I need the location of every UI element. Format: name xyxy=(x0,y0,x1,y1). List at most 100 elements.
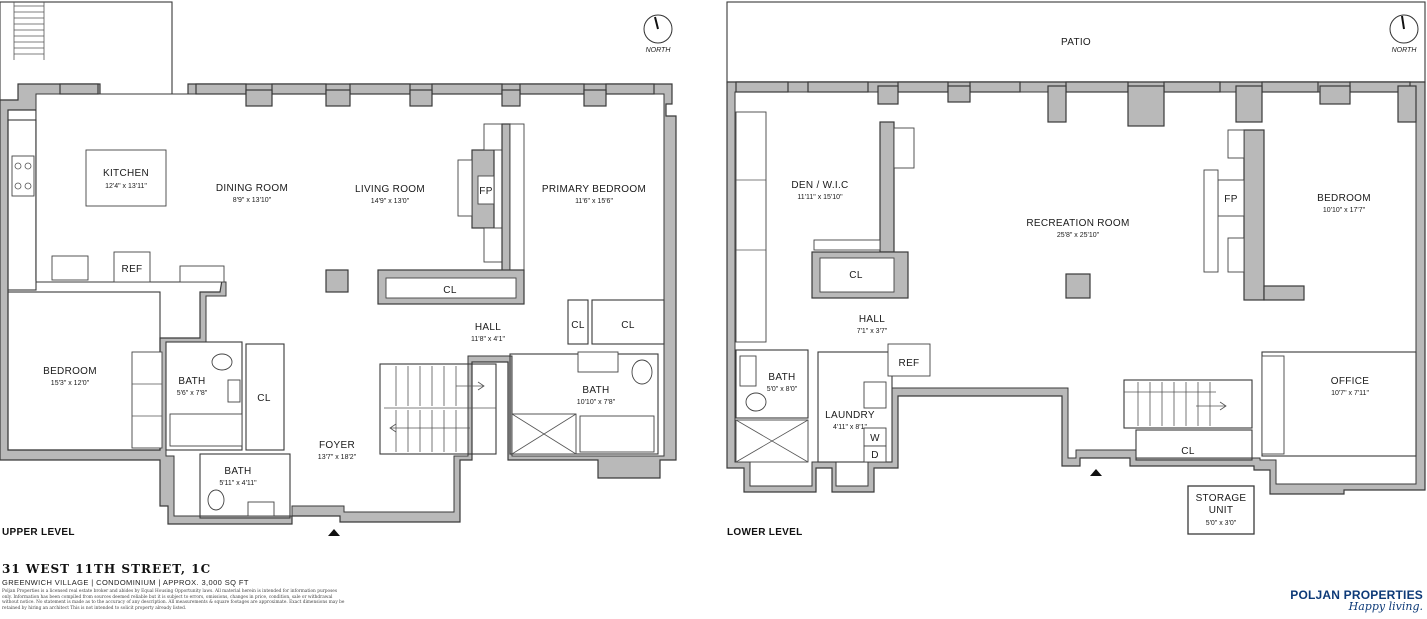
brand-name: POLJAN PROPERTIES xyxy=(1290,588,1423,602)
upper-kitchen-side xyxy=(7,119,37,291)
upper-primary-bath-label: BATH xyxy=(582,385,609,396)
upper-level-label: UPPER LEVEL xyxy=(2,527,75,538)
upper-primary-closet-strip xyxy=(509,123,525,271)
lower-fp-shelf-bottom xyxy=(1227,237,1245,273)
upper-ref-label: REF xyxy=(122,264,143,275)
lower-fp-shelf-top xyxy=(1227,129,1245,159)
lower-bedroom-dim: 10'10" x 17'7" xyxy=(1323,207,1366,214)
upper-bedroom-dim: 15'3" x 12'0" xyxy=(51,380,90,387)
upper-small-closet xyxy=(567,299,589,345)
lower-den-cl xyxy=(819,257,895,293)
upper-bath1 xyxy=(165,341,243,451)
upper-bath2-dim: 5'11" x 4'11" xyxy=(219,480,257,487)
upper-hall-closet xyxy=(385,277,517,299)
lower-ref-label: REF xyxy=(899,358,920,369)
floor-plan: KITCHEN 12'4" x 13'11" DINING ROOM 8'9" … xyxy=(0,1,1426,538)
lower-recreation-label: RECREATION ROOM xyxy=(1026,218,1129,229)
lower-bath-sink xyxy=(739,355,757,387)
lower-fp-wall xyxy=(1243,129,1265,301)
upper-primary-label: PRIMARY BEDROOM xyxy=(542,184,646,195)
upper-primary-vanity xyxy=(577,351,619,373)
lower-office-dim: 10'7" x 7'11" xyxy=(1331,390,1369,397)
upper-shelf-top xyxy=(483,123,503,151)
upper-shelf-bottom xyxy=(483,227,503,263)
upper-primary-closet-label: CL xyxy=(621,320,635,331)
lower-stair-closet xyxy=(1135,429,1253,461)
lower-storage-label-1: STORAGE xyxy=(1196,493,1247,504)
lower-hearth xyxy=(1203,169,1219,273)
lower-storage xyxy=(1187,485,1255,535)
upper-stair xyxy=(379,363,497,455)
upper-living-dim: 14'9" x 13'0" xyxy=(371,198,410,205)
upper-bath2-toilet xyxy=(207,489,225,511)
upper-primary-closet xyxy=(591,299,665,345)
lower-bath xyxy=(735,349,809,419)
lower-den-closet-label: CL xyxy=(849,270,863,281)
upper-bath-closet-label: CL xyxy=(257,393,271,404)
lower-laundry-label: LAUNDRY xyxy=(825,410,875,421)
upper-column xyxy=(325,269,349,293)
lower-bath-label: BATH xyxy=(768,372,795,383)
lower-bedroom-label: BEDROOM xyxy=(1317,193,1371,204)
lower-washer-label: W xyxy=(870,433,880,444)
lower-north-label: NORTH xyxy=(1392,47,1418,54)
upper-counter xyxy=(179,265,225,283)
lower-den-label: DEN / W.I.C xyxy=(791,180,848,191)
lower-patio-label: PATIO xyxy=(1061,37,1091,48)
upper-bedroom-label: BEDROOM xyxy=(43,366,97,377)
upper-kitchen-label: KITCHEN xyxy=(103,168,149,179)
upper-bath1-dim: 5'6" x 7'8" xyxy=(177,390,208,397)
lower-stair-closet-label: CL xyxy=(1181,446,1195,457)
lower-laundry xyxy=(817,351,893,463)
lower-level-label: LOWER LEVEL xyxy=(727,527,803,538)
lower-fp-label: FP xyxy=(1224,194,1237,205)
upper-bath1-label: BATH xyxy=(178,376,205,387)
lower-entry-marker xyxy=(1090,469,1102,476)
upper-dining-label: DINING ROOM xyxy=(216,183,288,194)
lower-den-dim: 11'11" x 15'10" xyxy=(797,194,843,201)
lower-den-closet xyxy=(735,111,767,343)
upper-hall-dim: 11'8" x 4'1" xyxy=(471,336,505,343)
upper-bath1-tub xyxy=(169,413,243,447)
upper-ref-box xyxy=(113,251,151,283)
lower-laundry-dim: 4'11" x 8'1" xyxy=(833,424,867,431)
brand-logo: POLJAN PROPERTIES Happy living. xyxy=(1290,588,1423,613)
lower-stair-treads xyxy=(1124,382,1216,426)
lower-dryer-label: D xyxy=(871,450,879,461)
upper-living-label: LIVING ROOM xyxy=(355,184,425,195)
lower-laundry-sink xyxy=(863,381,887,409)
upper-foyer-dim: 13'7" x 18'2" xyxy=(318,454,357,461)
listing-subtitle: GREENWICH VILLAGE | CONDOMINIUM | APPROX… xyxy=(2,578,249,587)
lower-bath-toilet xyxy=(745,392,767,412)
lower-hall-label: HALL xyxy=(859,314,885,325)
upper-level-plan: KITCHEN 12'4" x 13'11" DINING ROOM 8'9" … xyxy=(0,1,677,538)
lower-bath-dim: 5'0" x 8'0" xyxy=(767,386,798,393)
lower-den-bench xyxy=(813,239,881,251)
lower-den-shelf xyxy=(893,127,915,169)
upper-hall-closet-label: CL xyxy=(443,285,457,296)
upper-kitchen-sink xyxy=(51,255,89,281)
upper-stair-arrow-up xyxy=(456,381,485,391)
lower-ref-box xyxy=(887,343,931,377)
upper-kitchen-island xyxy=(85,149,167,207)
upper-exterior-steps xyxy=(13,2,45,60)
upper-fireplace-box xyxy=(477,175,495,205)
listing-disclaimer: Poljan Properties is a licensed real est… xyxy=(2,589,345,611)
upper-north-label: NORTH xyxy=(646,47,672,54)
upper-bath1-sink xyxy=(227,379,241,403)
upper-range xyxy=(11,155,35,197)
brand-tagline: Happy living. xyxy=(1348,600,1423,613)
upper-bath2-label: BATH xyxy=(224,466,251,477)
listing-address: 31 WEST 11TH STREET, 1C xyxy=(2,562,212,576)
upper-stair-treads xyxy=(384,366,496,452)
upper-bath2 xyxy=(199,453,291,519)
upper-primary-bath-dim: 10'10" x 7'8" xyxy=(577,399,616,406)
upper-window-notches xyxy=(245,89,607,107)
lower-recreation-dim: 25'8" x 25'10" xyxy=(1057,232,1100,239)
upper-primary-toilet xyxy=(631,359,653,385)
lower-storage-dim: 5'0" x 3'0" xyxy=(1206,520,1237,527)
lower-column xyxy=(1065,273,1091,299)
upper-bath1-toilet xyxy=(211,353,233,371)
lower-den-wall xyxy=(879,121,895,253)
upper-hall-label: HALL xyxy=(475,322,501,333)
